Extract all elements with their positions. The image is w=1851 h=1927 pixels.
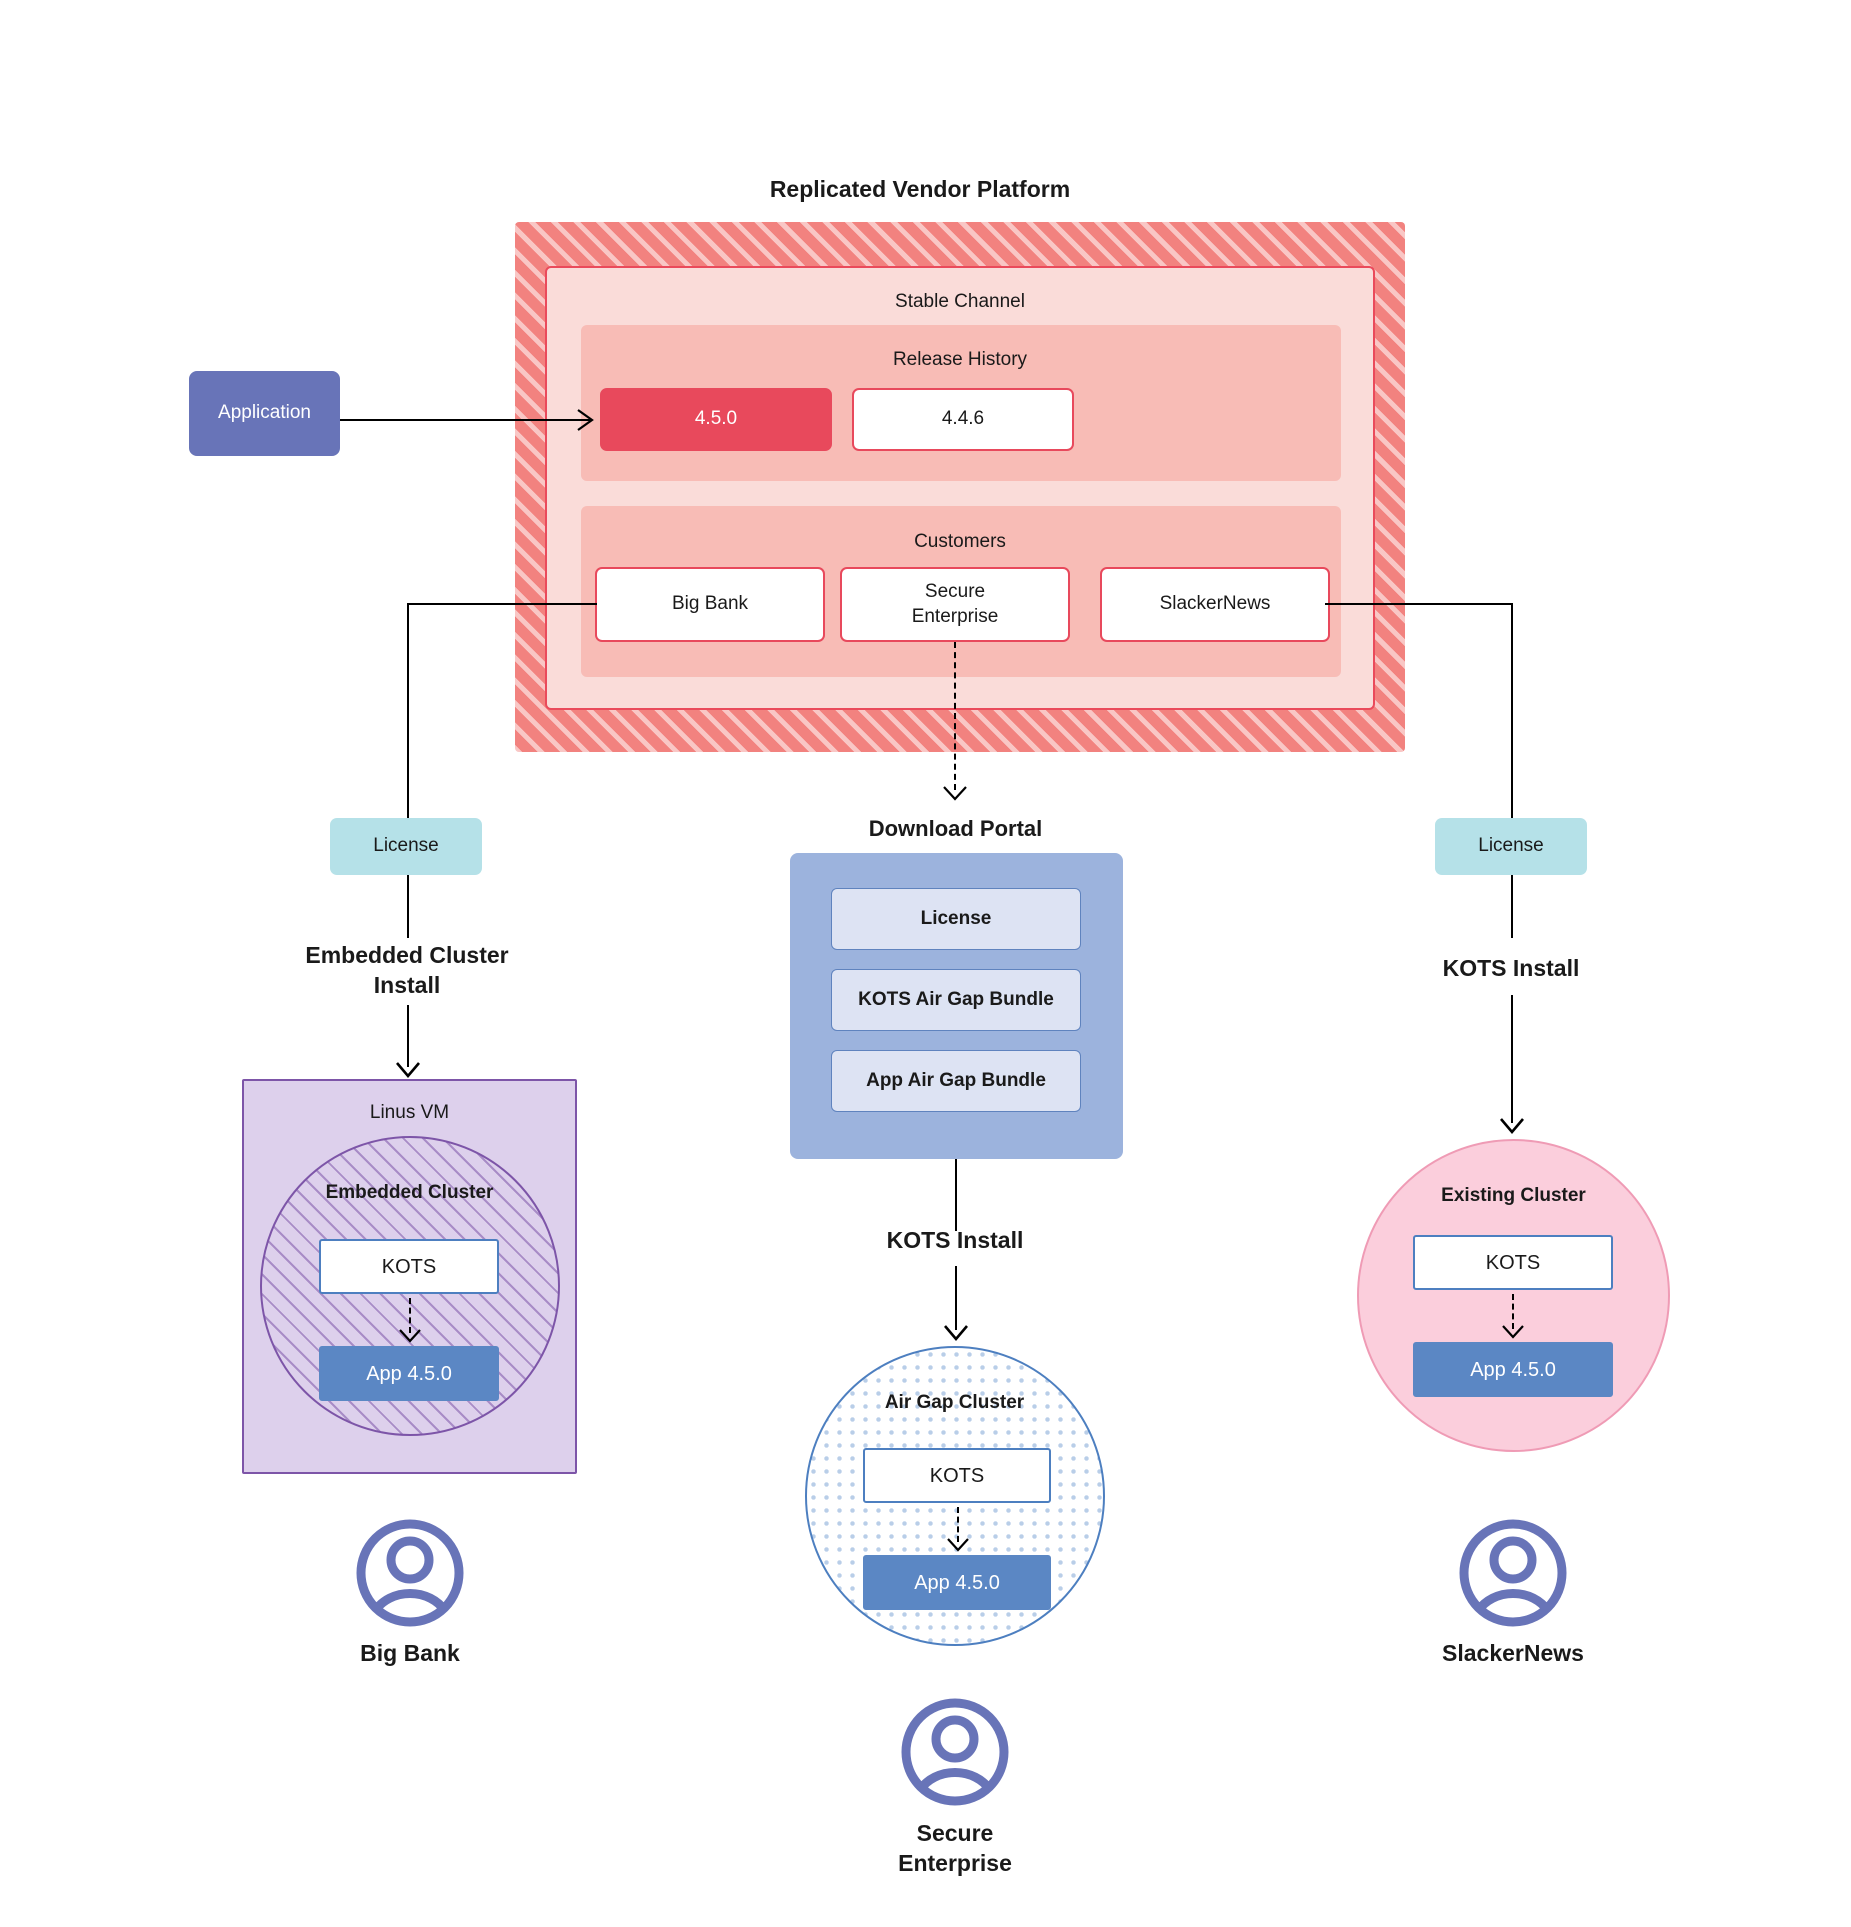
embedded-cluster-circle	[260, 1136, 560, 1436]
license-chip-left[interactable]: License	[330, 818, 482, 875]
embedded-cluster-title: Embedded Cluster	[325, 1181, 494, 1203]
airgap-kots-box[interactable]: KOTS	[863, 1448, 1051, 1503]
stable-channel-title: Stable Channel	[895, 290, 1025, 312]
embedded-kots-box[interactable]: KOTS	[319, 1239, 499, 1294]
persona-secure-enterprise-avatar-icon	[901, 1698, 1009, 1806]
airgap-cluster-arrowhead	[944, 1325, 968, 1342]
portal-arrowhead	[943, 786, 967, 801]
linus-vm-title: Linus VM	[369, 1101, 450, 1123]
customer-card-big-bank[interactable]: Big Bank	[595, 567, 825, 642]
existing-kots-to-app-arrowhead	[1502, 1325, 1524, 1339]
portal-item-license[interactable]: License	[831, 888, 1081, 950]
license-chip-right[interactable]: License	[1435, 818, 1587, 875]
slackernews-branch-horizontal	[1325, 603, 1513, 605]
airgap-kots-to-app-line	[957, 1507, 959, 1542]
bigbank-branch-vertical	[407, 603, 409, 819]
airgap-app-box[interactable]: App 4.5.0	[863, 1555, 1051, 1610]
release-card-current[interactable]: 4.5.0	[600, 388, 832, 451]
persona-secure-enterprise-label: Secure Enterprise	[898, 1820, 1012, 1876]
existing-cluster-title: Existing Cluster	[1441, 1184, 1586, 1206]
customer-card-slackernews[interactable]: SlackerNews	[1100, 567, 1330, 642]
release-history-title: Release History	[892, 348, 1028, 370]
application-to-release-line	[340, 419, 590, 421]
kots-install-right-label: KOTS Install	[1442, 955, 1580, 982]
air-gap-cluster-title: Air Gap Cluster	[884, 1391, 1025, 1413]
persona-slackernews-avatar-icon	[1459, 1519, 1567, 1627]
existing-kots-to-app-line	[1512, 1294, 1514, 1329]
embedded-install-arrowhead	[396, 1062, 420, 1079]
embedded-install-arrow-line	[407, 1005, 409, 1067]
portal-item-app-air-gap-bundle[interactable]: App Air Gap Bundle	[831, 1050, 1081, 1112]
persona-slackernews-label: SlackerNews	[1442, 1640, 1584, 1667]
embedded-kots-to-app-line	[409, 1298, 411, 1333]
application-to-release-arrowhead	[577, 409, 594, 431]
existing-app-box[interactable]: App 4.5.0	[1413, 1342, 1613, 1397]
license-left-down-line	[407, 875, 409, 938]
customer-card-secure-enterprise[interactable]: Secure Enterprise	[840, 567, 1070, 642]
kots-install-right-arrow-line	[1511, 995, 1513, 1123]
existing-kots-box[interactable]: KOTS	[1413, 1235, 1613, 1290]
portal-item-kots-air-gap-bundle[interactable]: KOTS Air Gap Bundle	[831, 969, 1081, 1031]
license-right-down-line	[1511, 875, 1513, 938]
release-card-previous[interactable]: 4.4.6	[852, 388, 1074, 451]
bigbank-branch-horizontal	[407, 603, 597, 605]
application-box[interactable]: Application	[189, 371, 340, 456]
persona-bigbank-avatar-icon	[356, 1519, 464, 1627]
download-portal-title: Download Portal	[868, 815, 1043, 841]
airgap-kots-to-app-arrowhead	[947, 1538, 969, 1552]
page-title: Replicated Vendor Platform	[769, 176, 1071, 203]
kots-install-center-label: KOTS Install	[886, 1227, 1024, 1254]
slackernews-branch-vertical	[1511, 603, 1513, 819]
customers-title: Customers	[914, 530, 1006, 552]
persona-bigbank-label: Big Bank	[360, 1640, 460, 1667]
embedded-kots-to-app-arrowhead	[399, 1329, 421, 1343]
existing-cluster-arrowhead	[1500, 1118, 1524, 1135]
embedded-install-label: Embedded Cluster Install	[305, 942, 509, 998]
portal-to-cluster-line-top	[955, 1159, 957, 1231]
embedded-app-box[interactable]: App 4.5.0	[319, 1346, 499, 1401]
portal-to-cluster-line-bottom	[955, 1266, 957, 1330]
secure-enterprise-to-portal-line	[954, 642, 956, 790]
